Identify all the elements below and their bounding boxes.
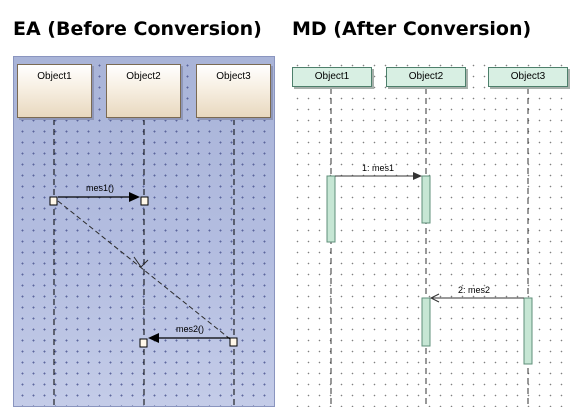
ea-heading: EA (Before Conversion) <box>13 18 262 40</box>
md-object2-label: Object2 <box>408 71 444 82</box>
md-object3-box: Object3 <box>488 67 568 87</box>
md-message-mes2-arrowhead <box>429 293 440 303</box>
ea-message-mes1-arrowhead <box>129 192 140 202</box>
ea-object2-label: Object2 <box>126 71 161 82</box>
ea-diagram-lines <box>49 119 238 406</box>
ea-activation-object3 <box>229 337 238 347</box>
ea-activation-object2-mes1 <box>140 196 149 206</box>
md-message-mes1-arrowhead <box>413 172 422 180</box>
md-activation-object2-mes1 <box>421 175 431 224</box>
ea-diagram-panel: Object1 Object2 Object3 mes1() mes2() <box>13 56 275 407</box>
md-object2-box: Object2 <box>386 67 466 87</box>
md-object1-box: Object1 <box>292 67 372 87</box>
ea-connector-chevron <box>133 256 149 268</box>
md-activation-object1 <box>326 175 336 243</box>
md-message-mes1-label: 1: mes1 <box>362 163 395 173</box>
ea-object1-label: Object1 <box>37 71 72 82</box>
ea-object3-label: Object3 <box>216 71 251 82</box>
ea-message-mes2-label: mes2() <box>176 324 205 334</box>
ea-object3-box: Object3 <box>196 64 271 118</box>
ea-diagonal-connector <box>57 200 231 340</box>
md-diagram-panel: Object1 Object2 Object3 1: mes1 2: mes2 <box>290 56 570 407</box>
md-object1-label: Object1 <box>314 71 350 82</box>
ea-message-mes2-arrowhead <box>148 333 159 343</box>
md-message-mes2-label: 2: mes2 <box>458 285 491 295</box>
md-activation-object2-mes2 <box>421 297 431 347</box>
ea-activation-object1 <box>49 196 58 206</box>
ea-object1-box: Object1 <box>17 64 92 118</box>
ea-message-mes1-label: mes1() <box>86 183 115 193</box>
ea-object2-box: Object2 <box>106 64 181 118</box>
ea-activation-object2-mes2 <box>139 338 148 348</box>
md-activation-object3 <box>523 297 533 365</box>
md-heading: MD (After Conversion) <box>292 18 532 40</box>
md-diagram-lines <box>326 88 533 407</box>
md-object3-label: Object3 <box>510 71 546 82</box>
md-dot-grid <box>290 56 570 407</box>
